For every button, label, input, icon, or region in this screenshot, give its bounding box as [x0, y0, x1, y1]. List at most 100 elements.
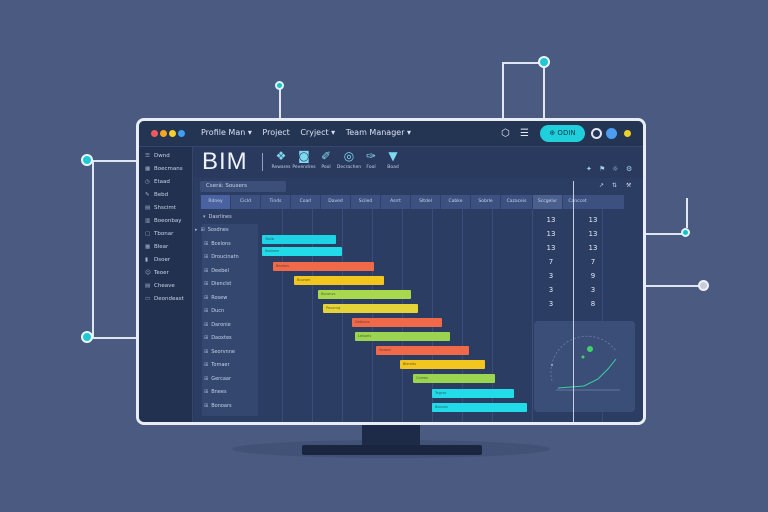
tool-decrachen[interactable]: ◎Decrachen	[334, 149, 364, 170]
tool-pool[interactable]: ✐Pool	[311, 149, 341, 170]
gantt-bar-label: Roobom	[265, 249, 280, 253]
gantt-bar[interactable]: Bcorom	[294, 276, 384, 285]
header-cell[interactable]: Sltdel	[410, 195, 440, 209]
header-cell[interactable]: Sobrle	[470, 195, 500, 209]
sidebar-item[interactable]: ◷Etaad	[145, 179, 170, 185]
task-row[interactable]: ⊞Ducn	[204, 308, 225, 314]
value-a: 7	[548, 258, 554, 266]
flag-icon[interactable]: ⚑	[599, 165, 606, 173]
chart-point	[587, 346, 593, 352]
tool-pevendres[interactable]: ◙Pevendres	[289, 149, 319, 170]
sidebar-item[interactable]: ▦Boecmans	[145, 166, 183, 172]
task-row[interactable]: ▸⊞Sosdnes	[195, 227, 229, 233]
sun-icon[interactable]: ☼	[612, 165, 619, 173]
sidebar-item[interactable]: ☰Dwnd	[145, 153, 170, 159]
header-cell[interactable]: Asrrt	[380, 195, 410, 209]
sidebar-item[interactable]: ▭Deondeast	[145, 296, 184, 302]
task-icon: ⊞	[200, 227, 205, 233]
shield-icon[interactable]: ⬡	[501, 128, 510, 139]
task-icon: ⊞	[204, 335, 209, 341]
task-row[interactable]: ⊞Tomaer	[204, 362, 230, 368]
task-row[interactable]: ⊞Deebel	[204, 268, 229, 274]
header-cell[interactable]: Tinds	[260, 195, 290, 209]
task-row[interactable]: ⊞Dienclst	[204, 281, 232, 287]
task-row[interactable]: ⊞Gercaar	[204, 376, 232, 382]
tools-icon[interactable]: ⚒	[626, 182, 632, 189]
layers-icon: ▥	[145, 218, 151, 224]
window-dot-yellow[interactable]	[169, 130, 176, 137]
gantt-bar[interactable]: Toolb	[262, 235, 336, 244]
header-cell[interactable]: Canccet	[562, 195, 592, 209]
header-cell[interactable]: Sccgelvr	[532, 195, 562, 209]
sidebar-item[interactable]: ▤Cheave	[145, 283, 175, 289]
tool-rewares[interactable]: ❖Rewares	[266, 149, 296, 170]
tool-boad[interactable]: ▼Boad	[378, 149, 408, 170]
sidebar-item[interactable]: ▮Dsoer	[145, 257, 171, 263]
gantt-bar[interactable]: Tegrse	[432, 389, 514, 398]
menu-profile[interactable]: Profile Man ▾	[201, 128, 252, 137]
gantt-bar[interactable]: Comes	[413, 374, 495, 383]
sidebar-item[interactable]: ☺Teoer	[145, 270, 169, 276]
hamburger-menu-icon[interactable]: ☰	[520, 128, 529, 139]
menu-project[interactable]: Project	[262, 128, 290, 137]
gantt-bar[interactable]: Roobom	[262, 247, 342, 256]
header-cell[interactable]: Daved	[320, 195, 350, 209]
today-marker[interactable]	[573, 181, 574, 422]
gantt-bar[interactable]: Peuerng	[323, 304, 418, 313]
task-row[interactable]: ⊞Rosew	[204, 295, 228, 301]
connector-line	[279, 86, 281, 118]
header-cell[interactable]: Cabke	[440, 195, 470, 209]
task-row[interactable]: ⊞Daoxtes	[204, 335, 232, 341]
gantt-bar[interactable]: Boones	[432, 403, 527, 412]
star-icon[interactable]: ✦	[586, 165, 592, 173]
header-cell[interactable]: Cicld	[230, 195, 260, 209]
task-row[interactable]: ⊞Daronie	[204, 322, 231, 328]
camera-icon: ◙	[298, 149, 310, 163]
gantt-bar[interactable]: Sowed	[376, 346, 469, 355]
value-a: 13	[546, 216, 556, 224]
gantt-bar[interactable]: Bsconvs	[318, 290, 411, 299]
window-dot-orange[interactable]	[160, 130, 167, 137]
notification-icon[interactable]	[591, 128, 602, 139]
tool-fool[interactable]: ✑Fool	[356, 149, 386, 170]
sidebar-item[interactable]: ▥Boeonbay	[145, 218, 182, 224]
gantt-bar[interactable]: Bealms	[273, 262, 374, 271]
header-cell[interactable]: Cazaceis	[500, 195, 532, 209]
gantt-bar[interactable]: Detbans	[352, 318, 442, 327]
task-row[interactable]: ⊞Bnees	[204, 389, 227, 395]
window-dot-red[interactable]	[151, 130, 158, 137]
menu-cryject[interactable]: Cryject ▾	[300, 128, 336, 137]
menu-team-manager[interactable]: Team Manager ▾	[345, 128, 412, 137]
value-a: 3	[548, 286, 554, 294]
gantt-bar[interactable]: Blereds	[400, 360, 485, 369]
filter-input[interactable]: Cserá: Sousers	[200, 181, 286, 192]
grid-icon: ▦	[145, 166, 151, 172]
gear-icon[interactable]: ⚙	[626, 165, 633, 173]
gantt-bar-label: Blereds	[403, 362, 417, 366]
header-cell[interactable]: Coarl	[290, 195, 320, 209]
sidebar: ☰Dwnd ▦Boecmans ◷Etaad ✎Bebd ▤Shscimt ▥B…	[139, 147, 193, 422]
sort-icon[interactable]: ⇅	[612, 182, 618, 189]
header-cell[interactable]: Sciled	[350, 195, 380, 209]
task-icon: ⊞	[204, 241, 209, 247]
value-a: 13	[546, 244, 556, 252]
grid-line	[312, 209, 313, 422]
value-b: 8	[590, 300, 596, 308]
window-dot-blue[interactable]	[178, 130, 185, 137]
expand-icon[interactable]: ↗	[599, 182, 605, 189]
task-row[interactable]: ⊞Bcelons	[204, 241, 231, 247]
sidebar-item[interactable]: ▢Tbonar	[145, 231, 174, 237]
sidebar-item[interactable]: ✎Bebd	[145, 192, 169, 198]
header-cell[interactable]: Rdney	[200, 195, 230, 209]
task-row[interactable]: ⊞Droucinatn	[204, 254, 239, 260]
profile-icon[interactable]	[622, 128, 633, 139]
gantt-bar[interactable]: Lelsaris	[355, 332, 450, 341]
sidebar-item[interactable]: ▤Shscimt	[145, 205, 176, 211]
task-row[interactable]: ⊞Bonoars	[204, 403, 232, 409]
sidebar-item[interactable]: ▦Blear	[145, 244, 169, 250]
task-list: ▸⊞Sosdnes ⊞Bcelons ⊞Droucinatn ⊞Deebel ⊞…	[195, 224, 258, 416]
task-row[interactable]: ⊞Seorvnne	[204, 349, 235, 355]
settings-icon[interactable]	[606, 128, 617, 139]
tree-title[interactable]: ▾Dasrlines	[203, 214, 232, 220]
action-button[interactable]: ⊕ ODIN	[540, 125, 585, 142]
